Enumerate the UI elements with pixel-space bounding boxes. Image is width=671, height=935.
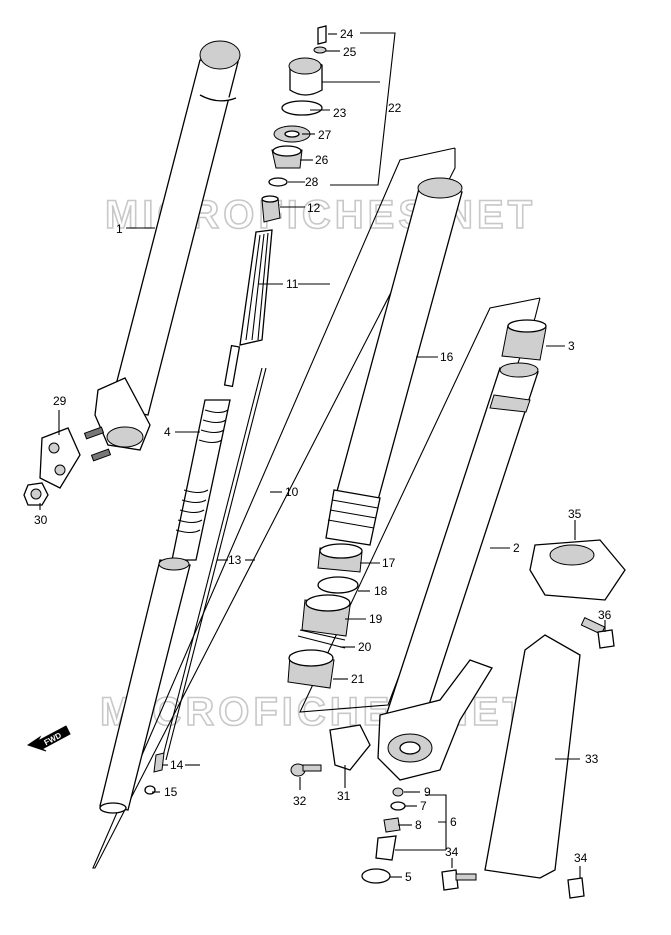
callout-3: 3 xyxy=(568,339,575,353)
callout-12: 12 xyxy=(307,201,321,215)
callout-36: 36 xyxy=(598,608,612,622)
collar-12 xyxy=(261,195,281,223)
callout-28: 28 xyxy=(305,175,319,189)
callout-19: 19 xyxy=(369,612,383,626)
callout-1: 1 xyxy=(116,222,123,236)
assembly-boundary-left xyxy=(92,147,456,869)
inner-tube-left xyxy=(99,557,191,814)
callout-22: 22 xyxy=(388,101,402,115)
bracket-31 xyxy=(329,724,371,771)
outer-tube-left xyxy=(109,40,241,416)
callout-2: 2 xyxy=(513,541,520,555)
callout-18: 18 xyxy=(374,584,388,598)
callout-23: 23 xyxy=(333,106,347,120)
damper-rod-4 xyxy=(171,344,241,561)
callout-15: 15 xyxy=(164,785,178,799)
small-parts-5-9 xyxy=(361,787,406,884)
callout-32: 32 xyxy=(293,794,307,808)
callout-20: 20 xyxy=(358,640,372,654)
fork-guard-33 xyxy=(484,634,581,879)
assembly-boundary-right xyxy=(299,297,541,713)
callout-9: 9 xyxy=(424,785,431,799)
rod-10-edge xyxy=(165,367,267,761)
callout-17: 17 xyxy=(382,556,396,570)
leader-lines xyxy=(39,32,606,878)
bolt-34-right xyxy=(567,877,585,899)
nut-30 xyxy=(23,482,49,506)
top-cap-stack xyxy=(268,25,327,187)
callout-14: 14 xyxy=(170,758,184,772)
axle-bracket-right xyxy=(377,659,493,781)
callout-27: 27 xyxy=(318,128,332,142)
callout-25: 25 xyxy=(343,45,357,59)
callout-6: 6 xyxy=(450,815,457,829)
small-parts-14-15 xyxy=(144,752,165,795)
callout-31: 31 xyxy=(337,789,351,803)
callout-26: 26 xyxy=(315,153,329,167)
spring-guide-11 xyxy=(239,229,273,346)
callout-5: 5 xyxy=(405,870,412,884)
callout-34-left: 34 xyxy=(445,845,459,859)
callout-10: 10 xyxy=(285,485,299,499)
bolt-36 xyxy=(580,617,615,649)
bolt-32 xyxy=(290,763,322,777)
callout-11: 11 xyxy=(286,277,299,291)
axle-bracket-left xyxy=(39,377,151,489)
callout-30: 30 xyxy=(34,513,48,527)
callout-8: 8 xyxy=(415,818,422,832)
callout-16: 16 xyxy=(440,350,454,364)
callout-21: 21 xyxy=(351,672,365,686)
outer-tube-right xyxy=(325,177,463,546)
callout-4: 4 xyxy=(164,425,171,439)
callout-13: 13 xyxy=(228,553,242,567)
callout-35: 35 xyxy=(568,507,582,521)
clamp-35 xyxy=(529,539,626,601)
callout-29: 29 xyxy=(53,394,67,408)
callout-24: 24 xyxy=(340,27,354,41)
bolt-34-left xyxy=(441,869,477,891)
callout-34-right: 34 xyxy=(574,851,588,865)
callout-33: 33 xyxy=(585,752,599,766)
seal-stack xyxy=(287,543,363,689)
callout-7: 7 xyxy=(420,799,427,813)
forward-direction-icon: FWD xyxy=(26,725,71,752)
rod-10 xyxy=(161,367,263,761)
